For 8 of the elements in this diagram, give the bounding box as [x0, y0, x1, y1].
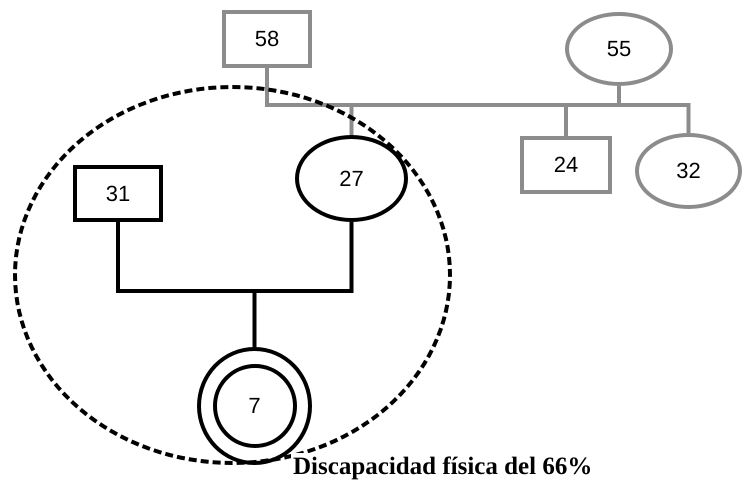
female-ellipse: 32: [635, 133, 742, 209]
male-box: 31: [73, 165, 163, 222]
male-box: 24: [520, 136, 612, 194]
female-ellipse: 55: [565, 12, 673, 86]
female-ellipse: 27: [295, 135, 408, 222]
family-line: [265, 66, 690, 138]
family-line: [116, 220, 354, 349]
male-box: 58: [222, 10, 312, 68]
